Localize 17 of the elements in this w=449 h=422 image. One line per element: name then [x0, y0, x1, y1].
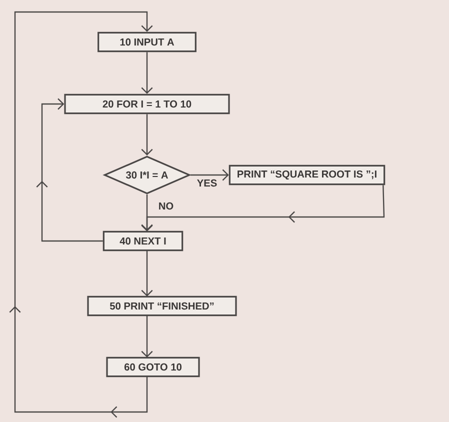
arrow [141, 185, 385, 232]
arrow [141, 250, 153, 296]
edge-label: NO [157, 201, 175, 211]
process-box: 60 GOTO 10 [106, 356, 200, 378]
process-box: 50 PRINT “FINISHED” [87, 296, 237, 316]
arrow [141, 194, 153, 231]
process-box: 20 FOR I = 1 TO 10 [64, 94, 230, 114]
arrow [141, 316, 153, 358]
process-box: 10 INPUT A [98, 32, 196, 52]
arrow [9, 11, 153, 418]
arrow [141, 52, 153, 94]
arrow [36, 98, 103, 242]
process-box: PRINT “SQUARE ROOT IS ”;I [228, 164, 386, 186]
arrow [141, 114, 153, 156]
arrow [190, 169, 229, 181]
process-box: 40 NEXT I [102, 230, 184, 252]
edge-label: YES [196, 178, 218, 188]
